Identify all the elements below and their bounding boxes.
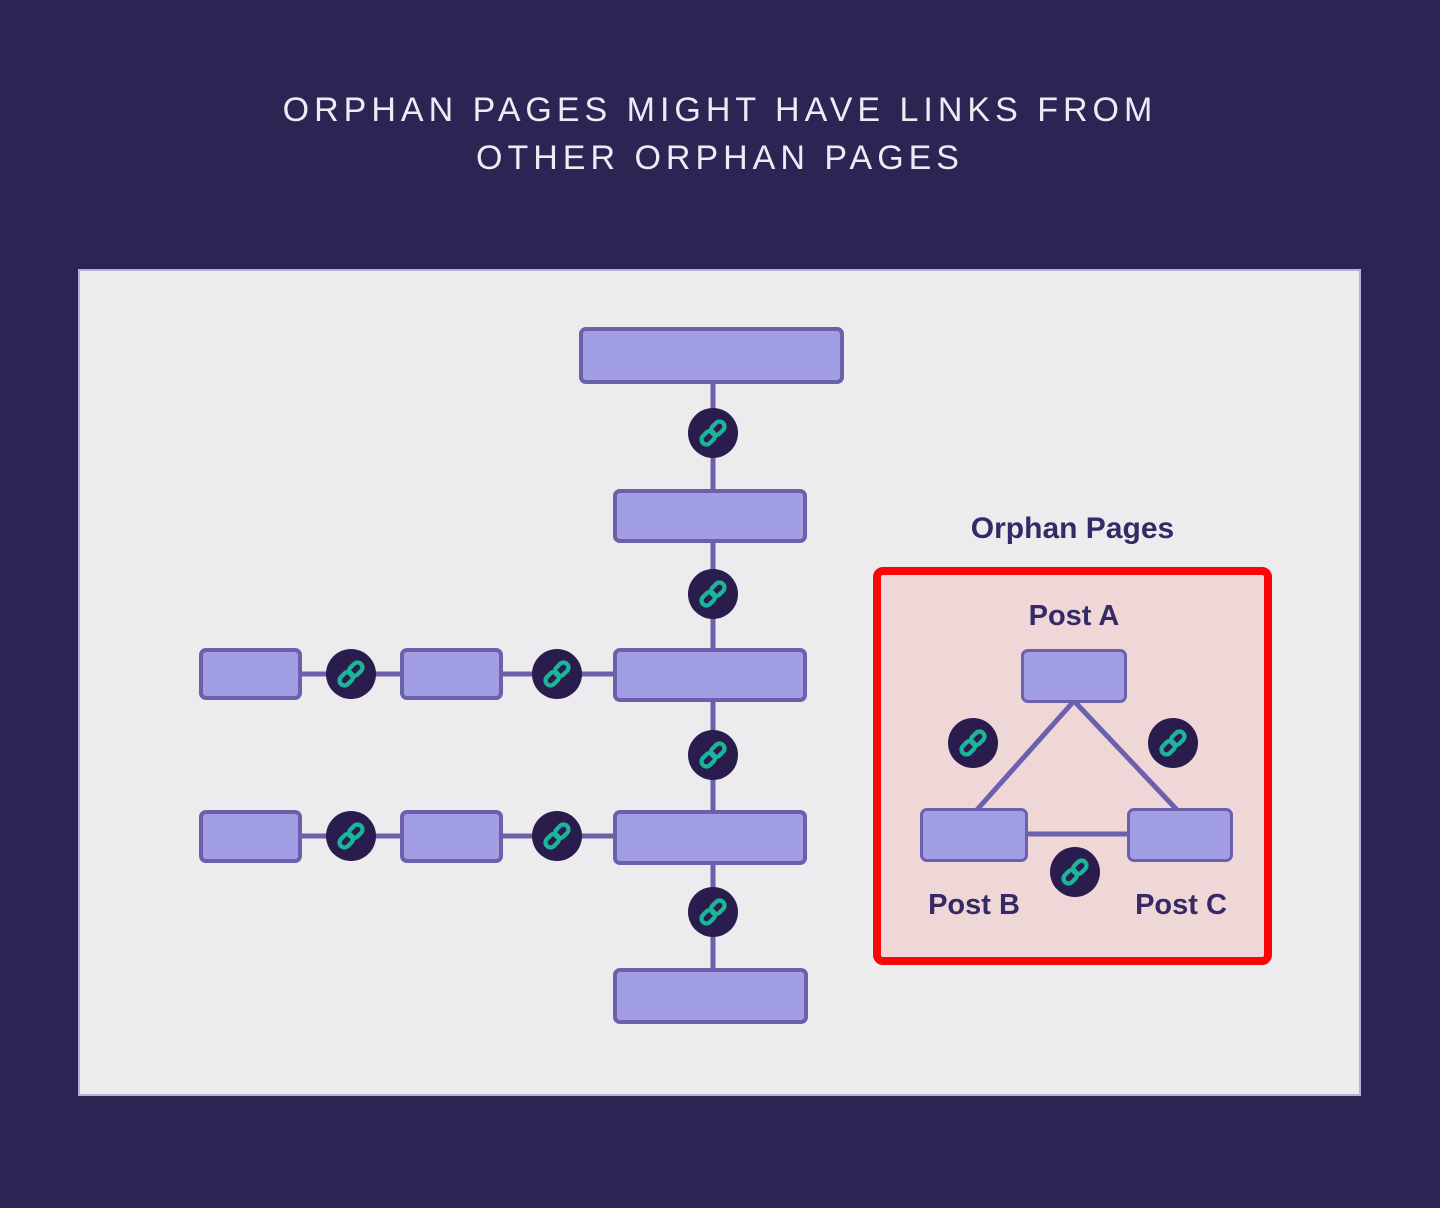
- link-dot-row1-1: [326, 649, 376, 699]
- page-title-line2: OTHER ORPHAN PAGES: [476, 139, 964, 177]
- link-dot-row2-1: [326, 811, 376, 861]
- chain-link-icon: [959, 729, 987, 757]
- chain-link-icon: [699, 580, 727, 608]
- link-dot-orphan-ac: [1148, 718, 1198, 768]
- page-box-level5: [613, 968, 808, 1024]
- post-c-label: Post C: [1135, 889, 1227, 921]
- link-dot-main-3: [688, 730, 738, 780]
- branch-row1-box1: [199, 648, 302, 700]
- page-box-level4: [613, 810, 807, 865]
- branch-row1-box2: [400, 648, 503, 700]
- chain-link-icon: [1061, 858, 1089, 886]
- page-title: ORPHAN PAGES MIGHT HAVE LINKS FROM OTHER…: [0, 86, 1440, 182]
- link-dot-orphan-ab: [948, 718, 998, 768]
- page-title-line1: ORPHAN PAGES MIGHT HAVE LINKS FROM: [282, 91, 1158, 129]
- page-box-level2: [613, 489, 807, 543]
- link-dot-main-1: [688, 408, 738, 458]
- link-dot-main-2: [688, 569, 738, 619]
- post-c-box: [1127, 808, 1233, 862]
- post-a-box: [1021, 649, 1127, 703]
- link-dot-row2-2: [532, 811, 582, 861]
- link-dot-orphan-bc: [1050, 847, 1100, 897]
- branch-row2-box1: [199, 810, 302, 863]
- chain-link-icon: [1159, 729, 1187, 757]
- branch-row2-box2: [400, 810, 503, 863]
- chain-link-icon: [337, 660, 365, 688]
- chain-link-icon: [543, 660, 571, 688]
- chain-link-icon: [337, 822, 365, 850]
- post-b-box: [920, 808, 1028, 862]
- post-a-label: Post A: [1028, 600, 1120, 632]
- post-b-label: Post B: [928, 889, 1020, 921]
- chain-link-icon: [543, 822, 571, 850]
- page-box-level3: [613, 648, 807, 702]
- chain-link-icon: [699, 419, 727, 447]
- link-dot-main-4: [688, 887, 738, 937]
- orphan-pages-heading: Orphan Pages: [970, 512, 1175, 545]
- link-dot-row1-2: [532, 649, 582, 699]
- chain-link-icon: [699, 741, 727, 769]
- page-box-level1: [579, 327, 844, 384]
- chain-link-icon: [699, 898, 727, 926]
